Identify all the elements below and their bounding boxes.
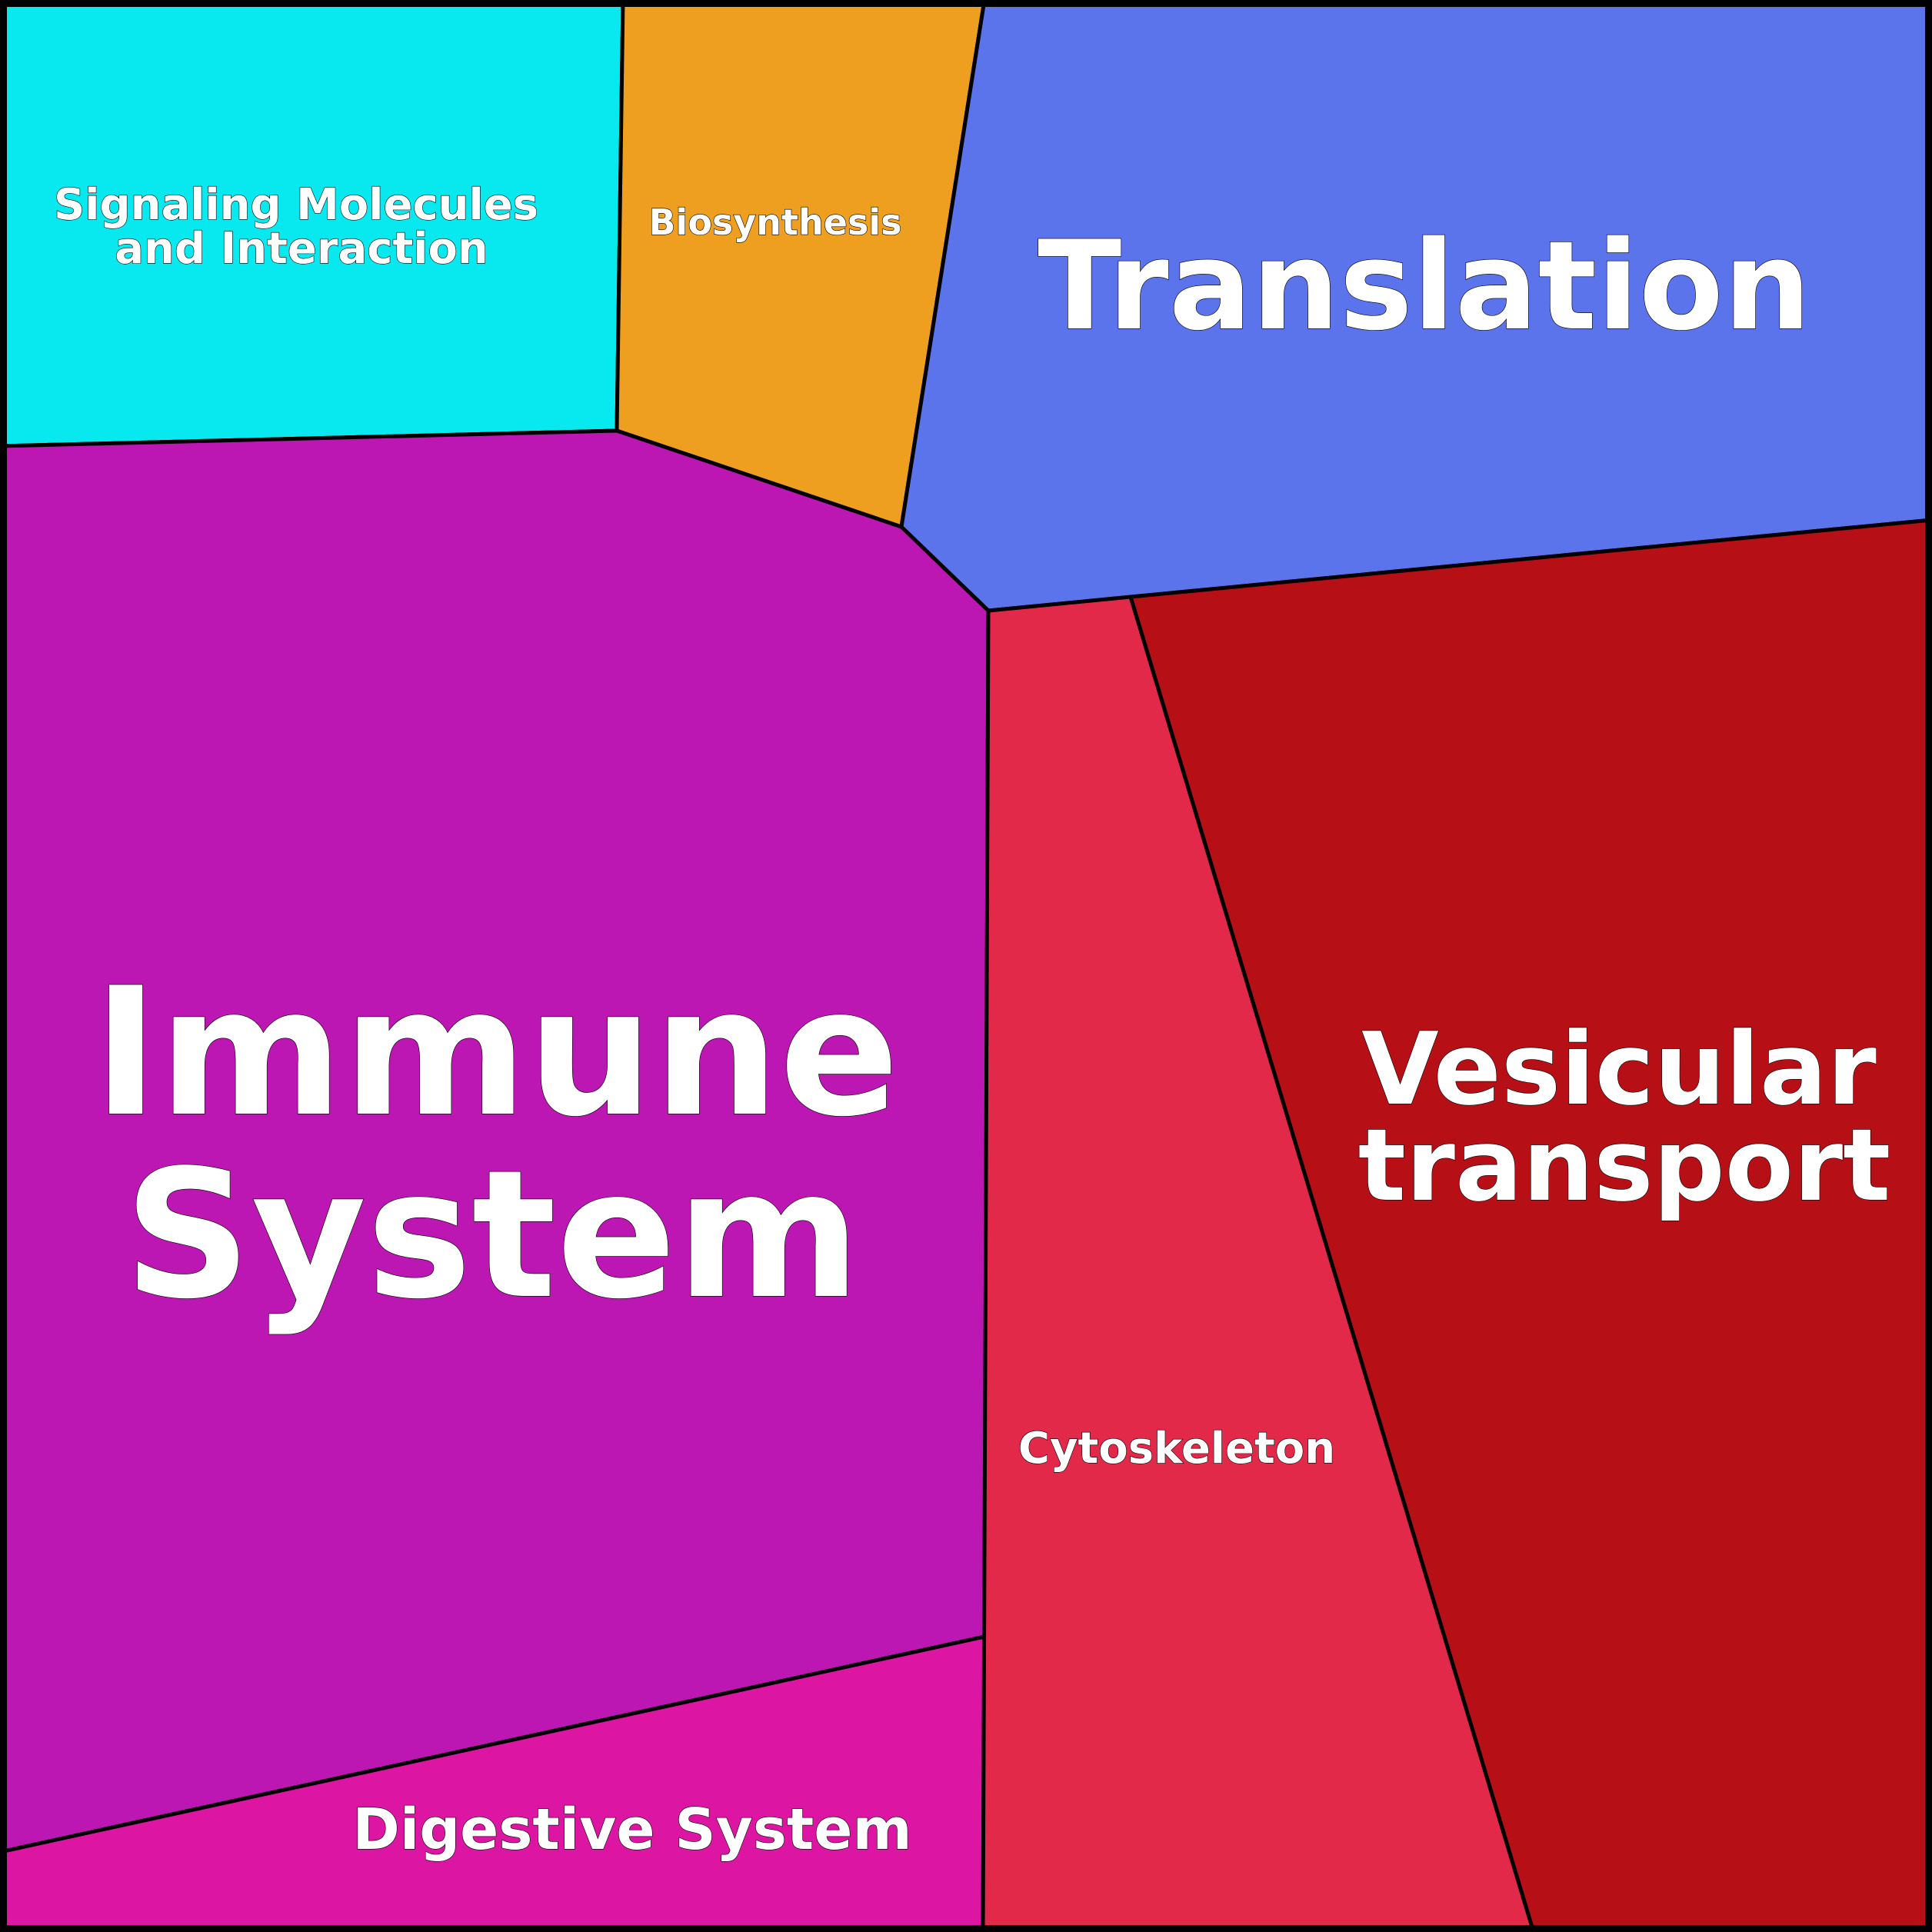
label-translation: Translation xyxy=(1038,214,1811,358)
cell-cytoskeleton-shape xyxy=(981,595,1536,1932)
cell-signaling[interactable]: Signaling Molecules and Interaction xyxy=(0,0,625,448)
label-vesicular-line2: transport xyxy=(1358,1107,1891,1224)
label-digestive: Digestive System xyxy=(352,1797,911,1863)
label-biosynthesis: Biosynthesis xyxy=(648,202,901,243)
label-vesicular-line1: Vesicular xyxy=(1361,1011,1877,1128)
label-signaling-line2: and Interaction xyxy=(115,224,488,274)
label-immune-line1: Immune xyxy=(93,951,899,1156)
cell-digestive-shape xyxy=(0,1634,987,1932)
label-immune-line2: System xyxy=(124,1133,861,1338)
cell-vesicular[interactable]: Vesicular transport xyxy=(1128,518,1932,1932)
cell-vesicular-shape xyxy=(1128,518,1932,1932)
cell-immune[interactable]: Immune System xyxy=(0,428,991,1854)
cell-digestive[interactable]: Digestive System xyxy=(0,1634,987,1932)
label-cytoskeleton: Cytoskeleton xyxy=(1018,1424,1335,1474)
cell-cytoskeleton[interactable]: Cytoskeleton xyxy=(981,595,1536,1932)
label-signaling-line1: Signaling Molecules xyxy=(54,180,538,230)
cell-translation[interactable]: Translation xyxy=(899,0,1932,613)
cell-biosynthesis[interactable]: Biosynthesis xyxy=(615,0,987,529)
